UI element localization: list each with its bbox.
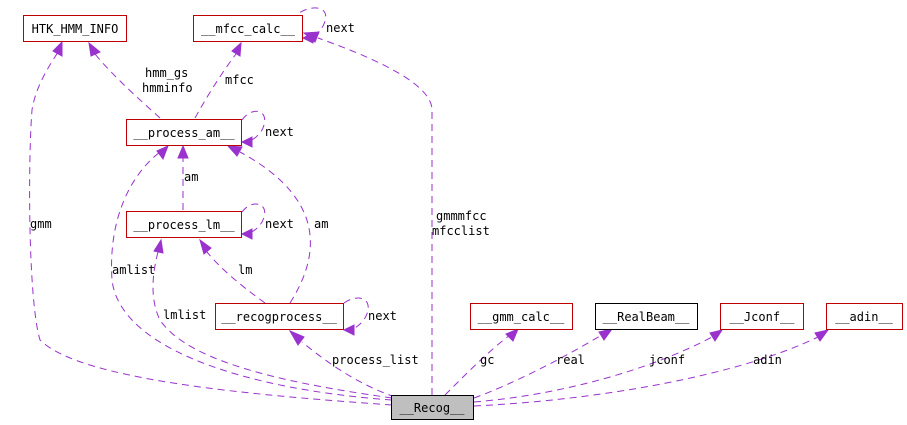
node-mfcc-calc[interactable]: __mfcc_calc__	[193, 15, 303, 42]
label-am-rp: am	[314, 217, 328, 231]
edge-hmm-to-htk	[88, 41, 161, 119]
edge-recog-to-pam	[111, 145, 393, 401]
node-mfcc-calc-label: __mfcc_calc__	[201, 22, 296, 36]
label-mfcc-next: next	[326, 21, 355, 35]
node-gmm-calc-label: __gmm_calc__	[478, 310, 565, 324]
edge-rp-to-plm	[199, 238, 266, 304]
edge-mfcc-to-pam	[194, 41, 242, 119]
edge-recog-to-adin	[473, 329, 830, 407]
label-gmmmfcc: gmmmfcc	[436, 209, 487, 223]
label-gmm: gmm	[30, 217, 52, 231]
label-gc: gc	[480, 353, 494, 367]
label-pam-next: next	[265, 125, 294, 139]
edge-recog-to-realbeam	[473, 328, 614, 399]
edge-rp-next	[342, 297, 369, 336]
label-amlist: amlist	[112, 263, 155, 277]
node-htk-hmm-info[interactable]: HTK_HMM_INFO	[23, 15, 127, 42]
label-am-plm: am	[184, 170, 198, 184]
edge-pam-next	[240, 110, 265, 148]
label-process-list: process_list	[332, 353, 419, 367]
edge-recog-to-jconf	[473, 329, 724, 403]
node-process-am[interactable]: __process_am__	[126, 119, 242, 146]
label-lm: lm	[238, 263, 252, 277]
node-recog[interactable]: __Recog__	[391, 395, 474, 420]
node-adin[interactable]: __adin__	[826, 303, 903, 330]
edge-recog-to-mfcc	[302, 31, 433, 395]
node-realbeam[interactable]: __RealBeam__	[595, 303, 698, 330]
edge-recog-to-plm	[152, 238, 393, 399]
edge-recog-to-htk	[29, 40, 393, 406]
label-hmminfo: hmminfo	[142, 81, 193, 95]
node-recog-label: __Recog__	[399, 401, 465, 415]
label-plm-next: next	[265, 217, 294, 231]
edge-recog-to-gmm	[444, 328, 519, 396]
label-lmlist: lmlist	[163, 308, 206, 322]
edge-recog-to-rp	[288, 329, 396, 398]
node-adin-label: __adin__	[835, 310, 894, 324]
edge-rp-to-pam	[226, 145, 311, 304]
node-jconf-label: __Jconf__	[729, 310, 795, 324]
node-recogprocess[interactable]: __recogprocess__	[215, 303, 344, 330]
label-rp-next: next	[368, 309, 397, 323]
label-jconf: jconf	[649, 353, 685, 367]
label-real: real	[556, 353, 585, 367]
node-jconf[interactable]: __Jconf__	[720, 303, 804, 330]
label-adin: adin	[753, 353, 782, 367]
edge-plm-to-pam	[177, 144, 189, 210]
label-mfcc: mfcc	[225, 73, 254, 87]
node-realbeam-label: __RealBeam__	[603, 310, 690, 324]
node-process-lm-label: __process_lm__	[133, 218, 235, 232]
label-hmm-gs: hmm_gs	[145, 66, 188, 80]
node-process-lm[interactable]: __process_lm__	[126, 211, 242, 238]
node-htk-hmm-info-label: HTK_HMM_INFO	[32, 22, 119, 36]
edge-plm-next	[240, 203, 265, 240]
node-recogprocess-label: __recogprocess__	[221, 310, 337, 324]
node-gmm-calc[interactable]: __gmm_calc__	[470, 303, 573, 330]
node-process-am-label: __process_am__	[133, 126, 235, 140]
label-mfcclist: mfcclist	[432, 224, 490, 238]
